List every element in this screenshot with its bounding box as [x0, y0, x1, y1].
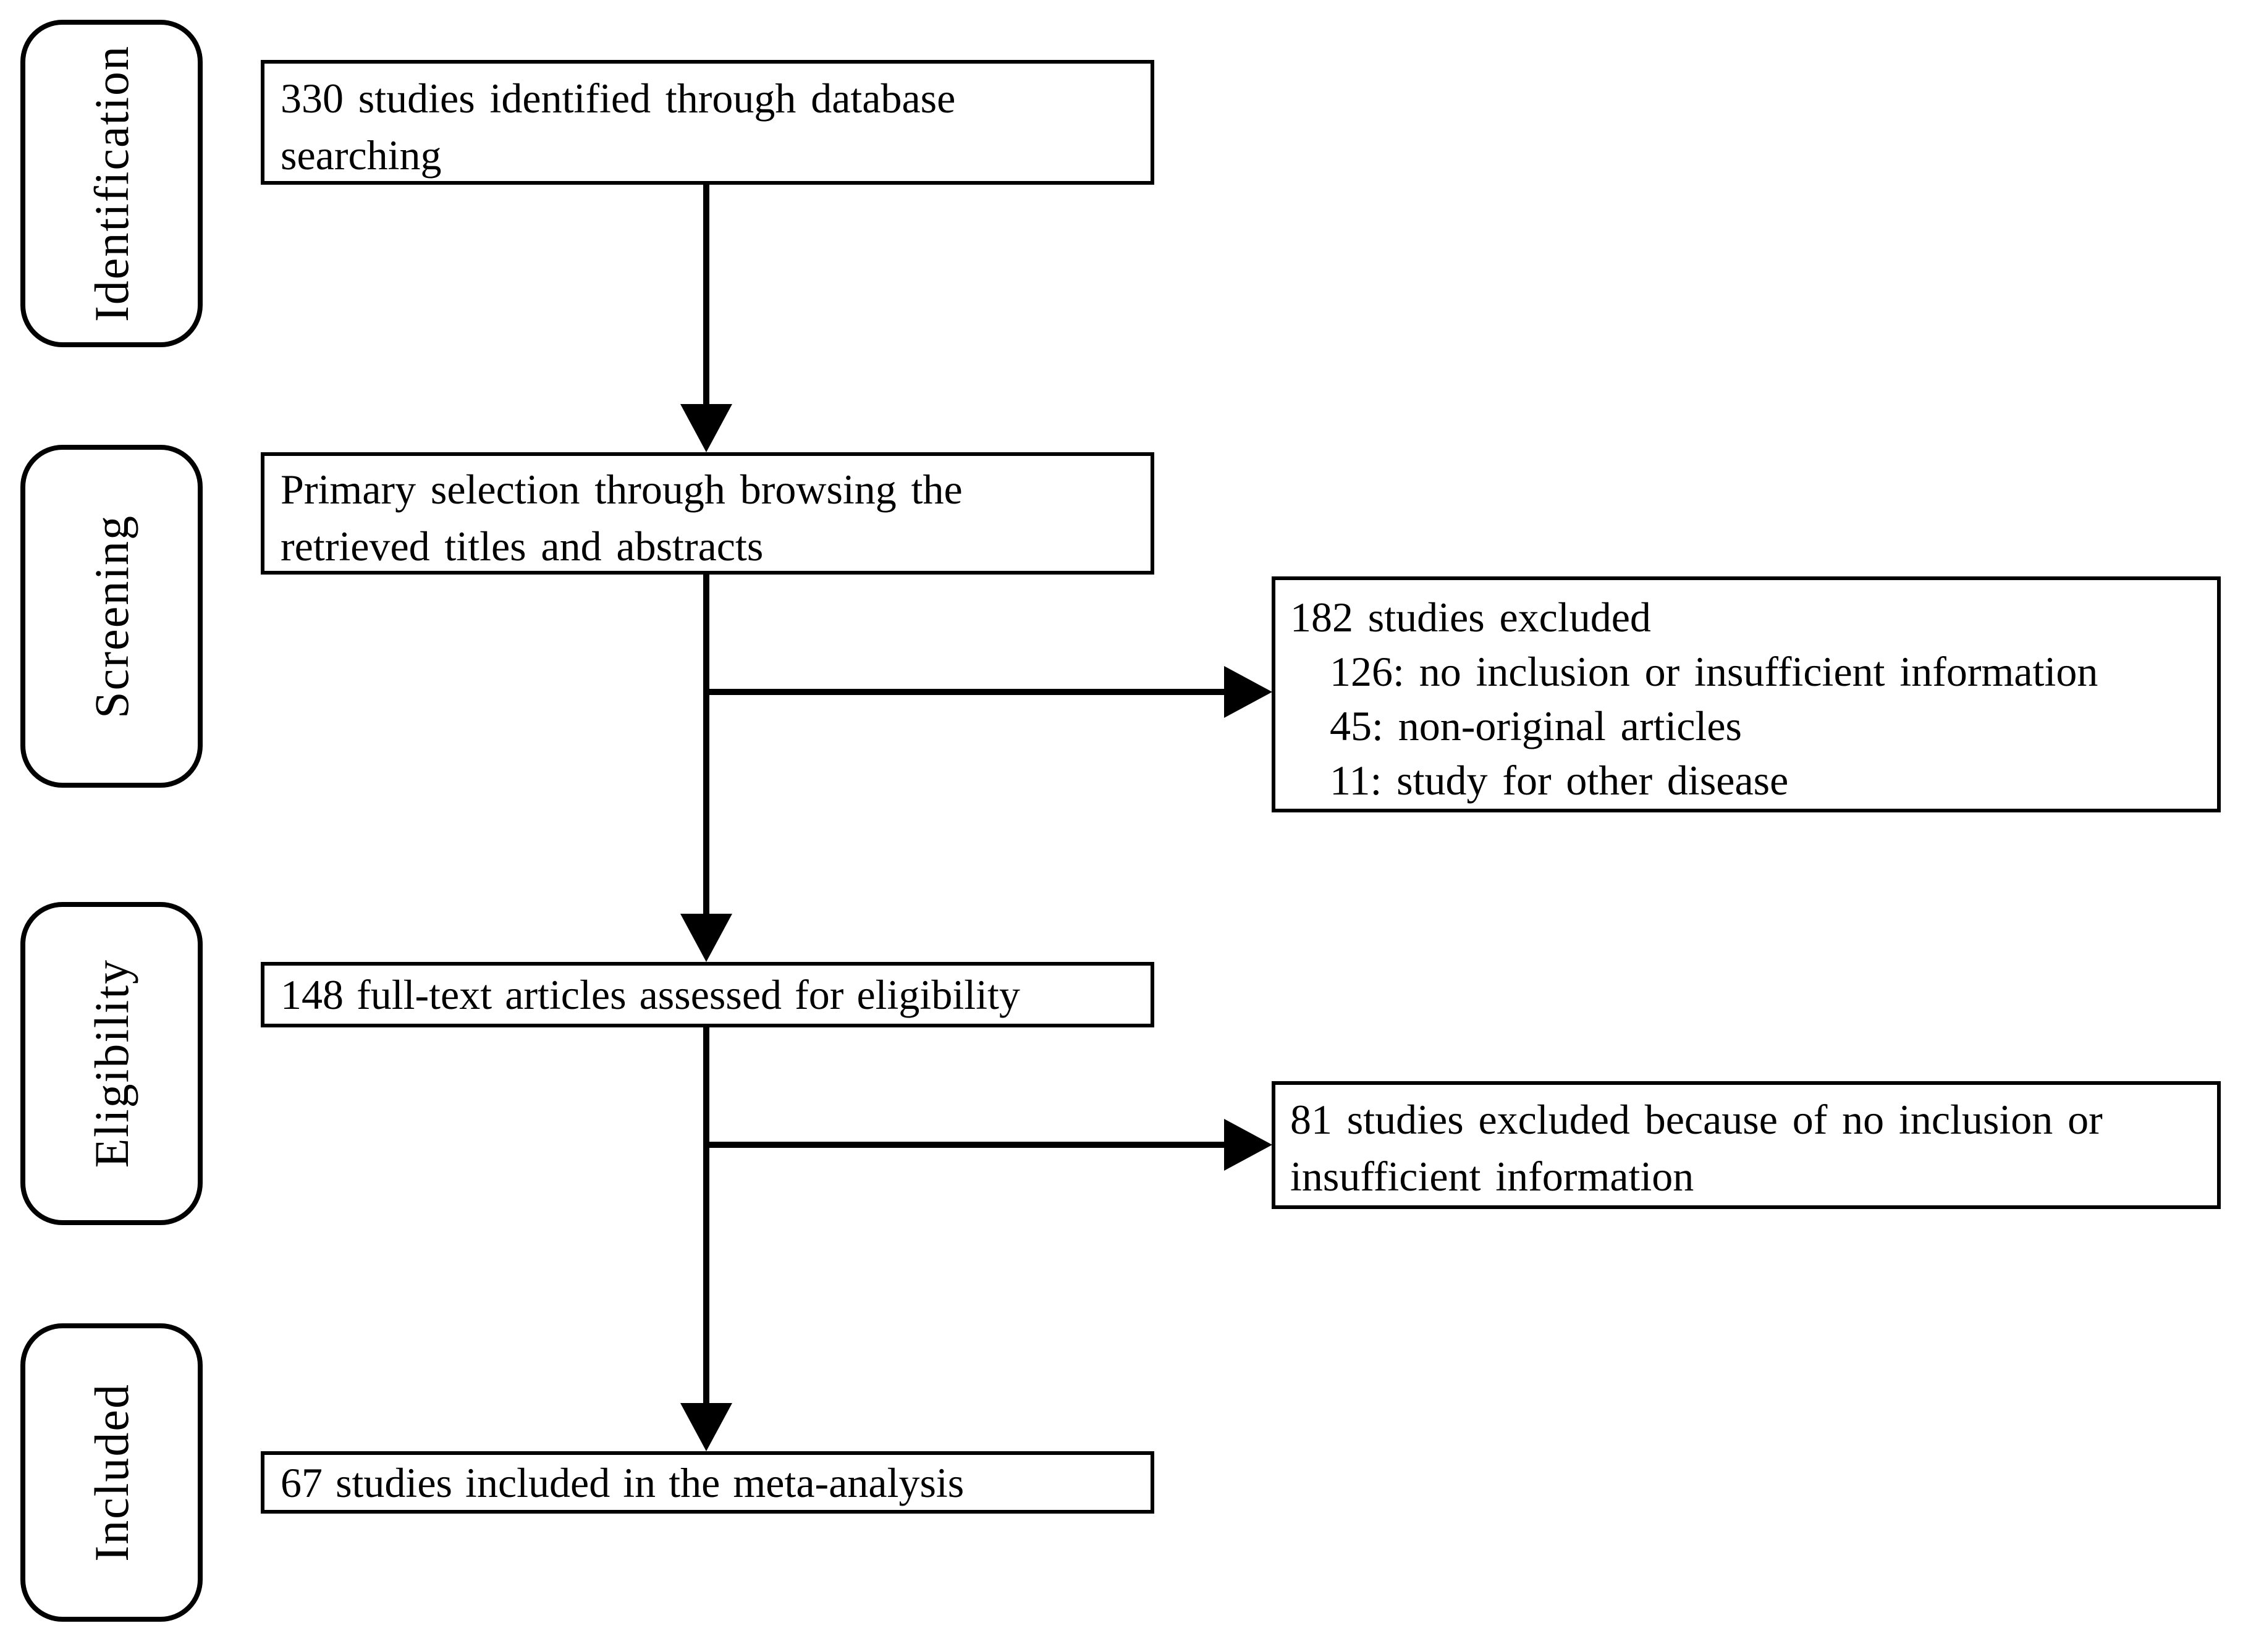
stage-label-eligibility: Eligibility: [84, 959, 138, 1168]
arrow-line-identification-to-screening: [703, 182, 709, 408]
exclusion-reason: 45: non-original articles: [1330, 702, 1742, 749]
flow-box-text-line: 148 full-text articles assessed for elig…: [281, 971, 1020, 1018]
down-arrowhead-icon: [680, 404, 732, 452]
flow-box-text-line: 330 studies identified through database: [281, 75, 956, 122]
exclusion-reason: 11: study for other disease: [1330, 757, 1789, 804]
stage-box-screening: Screening: [20, 445, 203, 788]
stage-label-included: Included: [84, 1383, 138, 1562]
flow-box-primary-selection: Primary selection through browsing the r…: [261, 452, 1154, 575]
right-arrowhead-icon: [1224, 666, 1272, 718]
flow-box-text-line: retrieved titles and abstracts: [281, 523, 764, 570]
stage-box-identification: Identification: [20, 20, 203, 347]
flow-box-text-line: searching: [281, 132, 442, 179]
exclusion-box-eligibility: 81 studies excluded because of no inclus…: [1272, 1081, 2221, 1209]
stage-box-eligibility: Eligibility: [20, 902, 203, 1225]
stage-label-identification: Identification: [84, 44, 138, 322]
down-arrowhead-icon: [680, 1403, 732, 1451]
branch-arrow-line-to-screening-exclusions: [703, 689, 1225, 695]
down-arrowhead-icon: [680, 914, 732, 962]
stage-box-included: Included: [20, 1323, 203, 1622]
flow-box-text-line: Primary selection through browsing the: [281, 466, 963, 513]
arrow-line-screening-to-eligibility: [703, 572, 709, 916]
flow-box-text-line: 67 studies included in the meta-analysis: [281, 1459, 965, 1506]
right-arrowhead-icon: [1224, 1119, 1272, 1171]
branch-arrow-line-to-eligibility-exclusions: [703, 1142, 1225, 1148]
exclusion-reason: 126: no inclusion or insufficient inform…: [1330, 648, 2098, 695]
arrow-line-eligibility-to-included: [703, 1025, 709, 1407]
stage-label-screening: Screening: [84, 514, 138, 719]
exclusion-text-line: 81 studies excluded because of no inclus…: [1290, 1096, 2103, 1143]
flow-box-fulltext-assessed: 148 full-text articles assessed for elig…: [261, 962, 1154, 1027]
exclusion-heading: 182 studies excluded: [1290, 594, 1651, 641]
exclusion-box-screening: 182 studies excluded 126: no inclusion o…: [1272, 576, 2221, 812]
exclusion-text-line: insufficient information: [1290, 1153, 1694, 1200]
flow-box-included-meta-analysis: 67 studies included in the meta-analysis: [261, 1451, 1154, 1514]
flow-box-studies-identified: 330 studies identified through database …: [261, 60, 1154, 185]
